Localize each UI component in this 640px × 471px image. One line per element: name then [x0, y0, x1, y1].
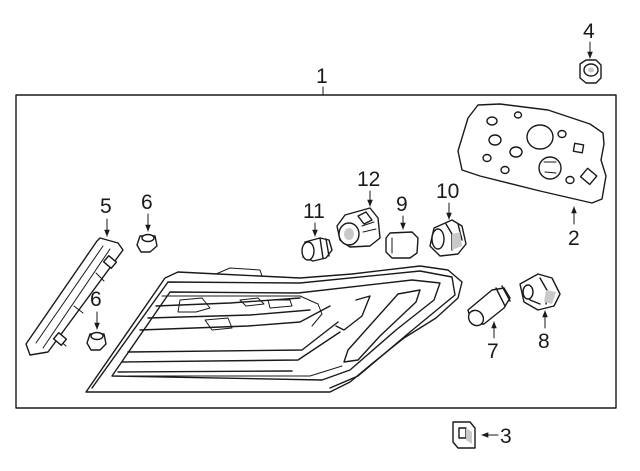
callout-12: 12 — [357, 168, 380, 191]
bulb-part-9 — [385, 231, 419, 259]
socket-part-12 — [336, 207, 381, 248]
trim-strip-part-5 — [25, 237, 124, 356]
callout-3: 3 — [500, 425, 512, 448]
bulb-part-7 — [467, 285, 511, 327]
callout-2: 2 — [568, 227, 580, 250]
callout-7: 7 — [487, 340, 499, 363]
callout-11: 11 — [303, 200, 325, 223]
callout-8: 8 — [538, 330, 550, 353]
socket-part-10 — [429, 219, 467, 257]
callout-4: 4 — [583, 20, 595, 43]
bulb-part-11 — [301, 237, 333, 262]
callout-6-lower: 6 — [90, 288, 102, 311]
clip-part-6-lower — [86, 331, 107, 351]
callout-1: 1 — [316, 65, 328, 88]
socket-part-8 — [519, 273, 561, 311]
gasket-part-2 — [457, 103, 607, 204]
callout-6-upper: 6 — [141, 191, 153, 214]
clip-part-6-upper — [136, 233, 158, 253]
bracket-part-3 — [452, 421, 476, 449]
nut-part-4 — [579, 59, 602, 84]
assembly-frame — [15, 94, 617, 409]
callout-9: 9 — [396, 193, 408, 216]
callout-10: 10 — [436, 180, 459, 203]
leader-lines — [94, 41, 593, 438]
callout-5: 5 — [100, 195, 112, 218]
tail-lamp-part-1 — [85, 265, 463, 393]
